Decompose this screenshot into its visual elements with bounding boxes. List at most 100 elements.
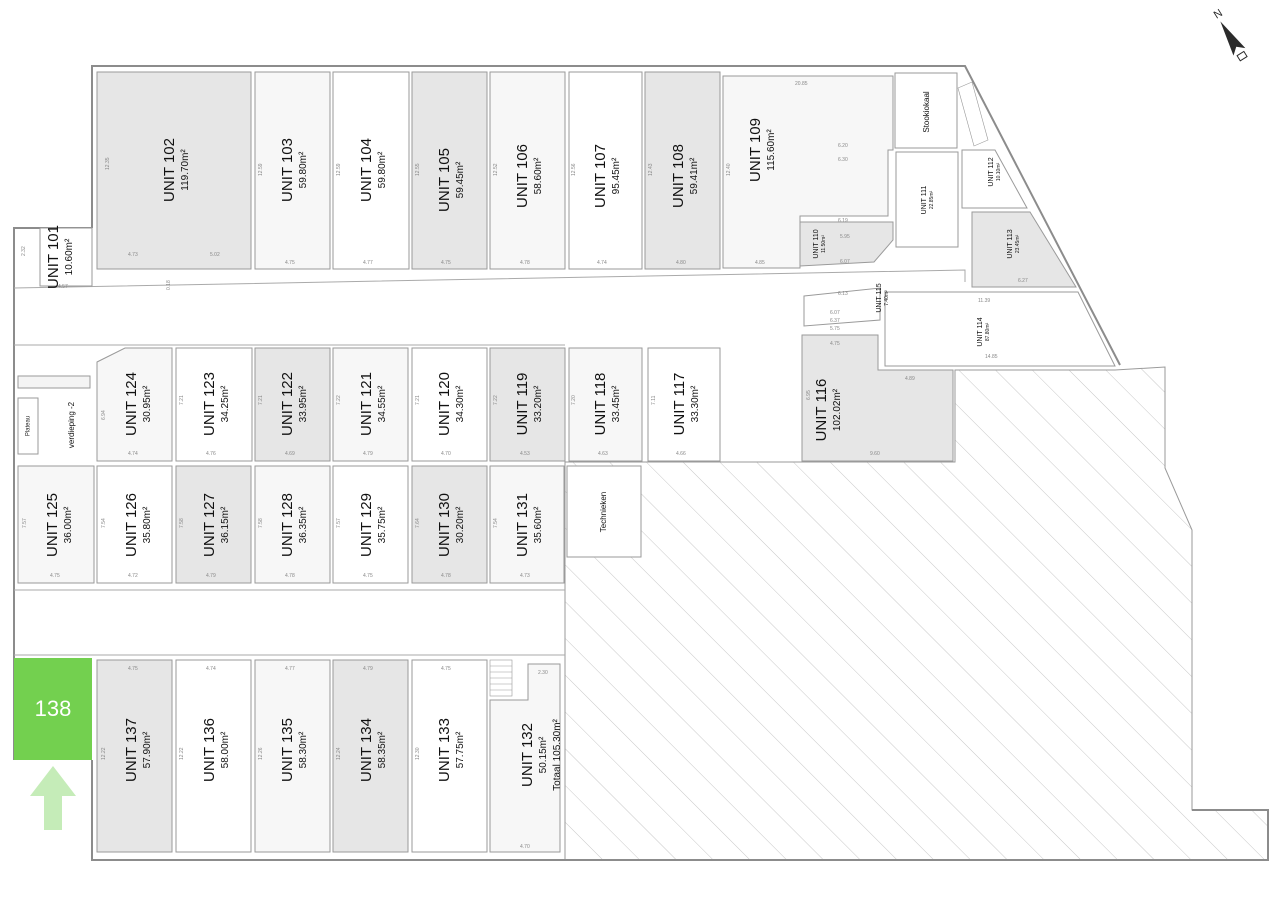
unit-131[interactable] — [489, 465, 565, 584]
unit-104[interactable] — [332, 71, 410, 270]
dim-text: 4.53 — [520, 451, 530, 457]
unit-134[interactable] — [332, 659, 409, 853]
unit-name: UNIT 127 — [201, 493, 218, 557]
unit-102[interactable] — [96, 71, 252, 270]
dim-text: 7.57 — [22, 518, 28, 528]
unit-116[interactable] — [801, 334, 954, 462]
dim-text: 4.75 — [830, 341, 840, 347]
unit-area: 59.41m² — [689, 157, 700, 194]
unit-area: 119.70m² — [180, 149, 191, 191]
unit-126[interactable] — [96, 465, 173, 584]
unit-103[interactable] — [254, 71, 331, 270]
unit-119[interactable] — [489, 347, 566, 462]
unit-115[interactable] — [803, 287, 881, 327]
unit-118[interactable] — [568, 347, 643, 462]
unit-120[interactable] — [411, 347, 488, 462]
dim-text: 12.22 — [101, 747, 107, 760]
unit-129[interactable] — [332, 465, 409, 584]
unit-108[interactable] — [644, 71, 721, 270]
dim-text: 4.80 — [676, 260, 686, 266]
unit-name: UNIT 104 — [358, 138, 375, 202]
unit-name: UNIT 109 — [747, 118, 764, 182]
dim-text: 6.27 — [1018, 278, 1028, 284]
unit-name: UNIT 112 — [988, 157, 995, 186]
dim-text: 12.22 — [179, 747, 185, 760]
unit-name: UNIT 135 — [279, 718, 296, 782]
unit-area: 10.60m² — [64, 238, 75, 275]
unit-130[interactable] — [411, 465, 488, 584]
outer-wall-bottom — [91, 760, 1269, 861]
units-layer — [17, 71, 1116, 853]
dim-text: 4.73 — [128, 252, 138, 258]
unit-name: UNIT 115 — [876, 283, 883, 312]
unit-127[interactable] — [175, 465, 252, 584]
dim-text: 4.75 — [441, 260, 451, 266]
unit-111[interactable] — [895, 151, 959, 248]
unit-123[interactable] — [175, 347, 253, 462]
highlighted-unit-138[interactable] — [14, 658, 92, 760]
unit-128[interactable] — [254, 465, 331, 584]
stairs-132 — [489, 659, 513, 697]
dim-text: 7.22 — [493, 395, 499, 405]
unit-122[interactable] — [254, 347, 331, 462]
unit-105[interactable] — [411, 71, 488, 270]
dim-text: 2.30 — [538, 670, 548, 676]
dim-text: 4.89 — [905, 376, 915, 382]
dim-text: 7.21 — [415, 395, 421, 405]
dim-text: 12.59 — [336, 163, 342, 176]
unit-110[interactable] — [799, 221, 894, 267]
unit-area: 35.75m² — [377, 506, 388, 543]
unit-132[interactable] — [489, 663, 561, 853]
dim-text: 4.74 — [128, 451, 138, 457]
dim-text: 5.95 — [840, 234, 850, 240]
unit-101[interactable] — [39, 227, 93, 287]
unit-121[interactable] — [332, 347, 409, 462]
unit-133[interactable] — [411, 659, 488, 853]
unit-name: UNIT 103 — [279, 138, 296, 202]
dim-text: 7.21 — [258, 395, 264, 405]
unit-135[interactable] — [254, 659, 331, 853]
unit-name: UNIT 108 — [670, 144, 687, 208]
unit-112[interactable] — [961, 149, 1028, 209]
unit-name: UNIT 130 — [436, 493, 453, 557]
unit-106[interactable] — [489, 71, 566, 270]
unit-117[interactable] — [647, 347, 721, 462]
dim-text: 12.55 — [415, 163, 421, 176]
unit-107[interactable] — [568, 71, 643, 270]
plateau-box — [17, 397, 39, 455]
unit-137[interactable] — [96, 659, 173, 853]
unit-area: 34.55m² — [377, 385, 388, 422]
dim-text: 4.79 — [206, 573, 216, 579]
dim-text: 4.72 — [128, 573, 138, 579]
dim-text: 7.22 — [336, 395, 342, 405]
unit-114[interactable] — [884, 291, 1116, 367]
unit-name: UNIT 106 — [514, 144, 531, 208]
unit-125[interactable] — [17, 465, 95, 584]
dim-text: 4.57 — [58, 284, 68, 290]
unit-name: UNIT 123 — [201, 372, 218, 436]
unit-area: 36.15m² — [220, 506, 231, 543]
unit-124[interactable] — [96, 347, 173, 462]
unit-109[interactable] — [722, 75, 894, 269]
unit-113[interactable] — [971, 211, 1077, 288]
unit-136[interactable] — [175, 659, 252, 853]
